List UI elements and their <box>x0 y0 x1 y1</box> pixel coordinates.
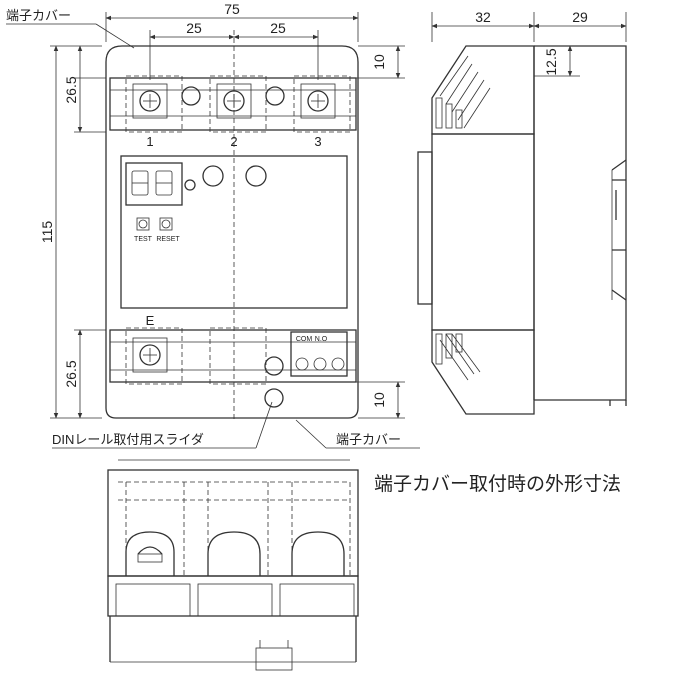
dim-bottom-terminal-height: 26.5 <box>63 360 79 387</box>
bottom-view <box>107 459 359 671</box>
side-dimensions: 32 29 12.5 <box>431 9 627 77</box>
terminal-screw-1 <box>132 83 168 119</box>
dim-pitch-right: 25 <box>270 20 286 36</box>
din-slider-callout: DINレール取付用スライダ <box>52 432 204 447</box>
dim-side-top-offset: 12.5 <box>543 48 559 75</box>
reset-label: RESET <box>156 236 180 243</box>
front-view: 1 2 3 TEST RESET E <box>105 30 359 420</box>
caption: 端子カバー取付時の外形寸法 <box>374 473 621 495</box>
side-view <box>417 45 627 415</box>
terminal-screw-e <box>132 337 168 373</box>
dim-overall-width: 75 <box>224 1 240 17</box>
terminal-2-label: 2 <box>230 134 237 149</box>
terminal-3-label: 3 <box>314 134 321 149</box>
callouts: 端子カバー DINレール取付用スライダ 端子カバー <box>6 8 420 449</box>
test-button-icon <box>136 217 150 231</box>
terminal-screw-3 <box>300 83 336 119</box>
front-dimensions: 75 25 25 115 26.5 26.5 10 10 <box>39 1 405 419</box>
dim-pitch-left: 25 <box>186 20 202 36</box>
com-label: COM <box>296 336 313 343</box>
reset-button-icon <box>159 217 173 231</box>
dim-side-depth-left: 32 <box>475 9 491 25</box>
terminal-e-label: E <box>146 313 155 328</box>
dim-side-depth-right: 29 <box>572 9 588 25</box>
dim-top-margin: 10 <box>371 54 387 70</box>
dim-overall-height: 115 <box>39 221 55 244</box>
seven-segment-display <box>125 162 183 206</box>
relay-contact-block: COM N.O <box>290 331 348 377</box>
dim-top-terminal-height: 26.5 <box>63 76 79 103</box>
test-label: TEST <box>134 236 153 243</box>
no-label: N.O <box>315 336 328 343</box>
top-cover-callout: 端子カバー <box>6 8 71 23</box>
bottom-cover-callout: 端子カバー <box>336 432 401 447</box>
dim-bottom-margin: 10 <box>371 392 387 408</box>
terminal-1-label: 1 <box>146 134 153 149</box>
